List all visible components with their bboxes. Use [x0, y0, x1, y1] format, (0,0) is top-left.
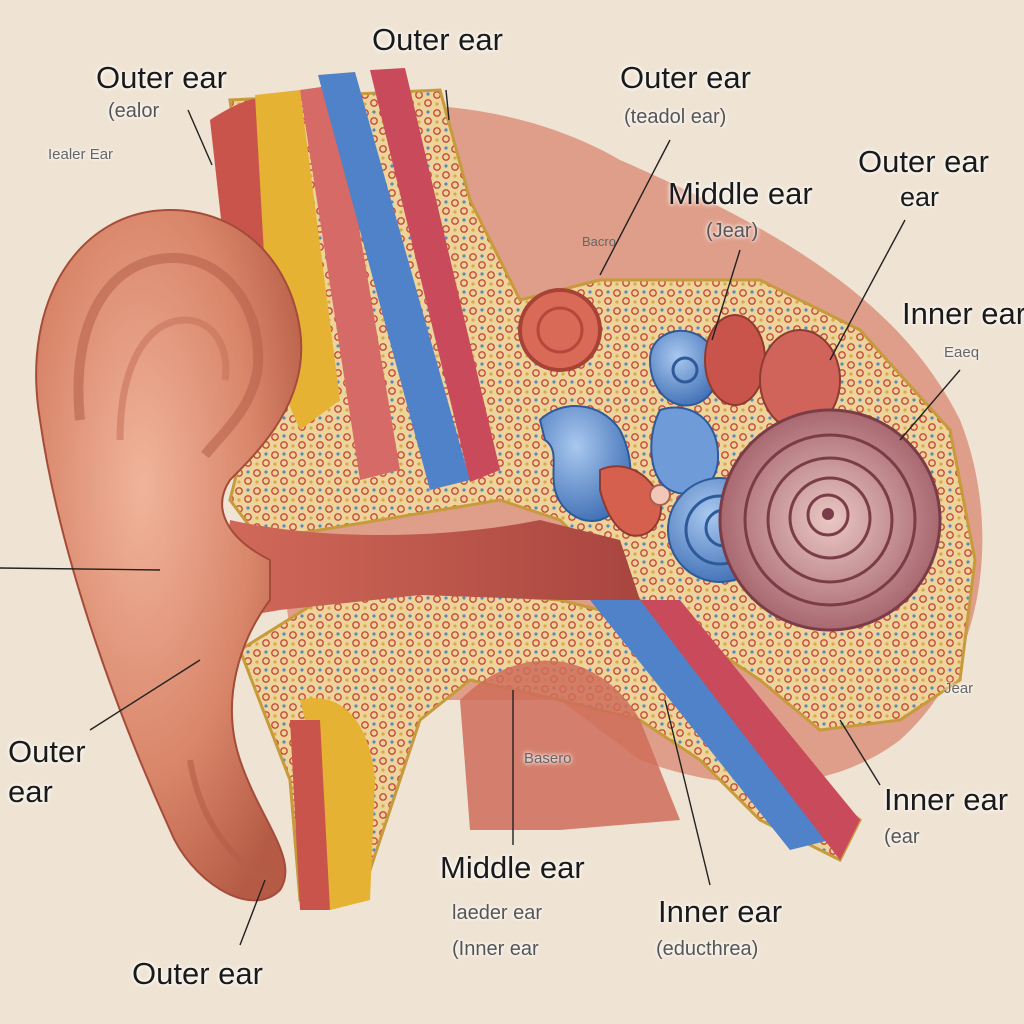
- label-jear: Jear: [944, 680, 974, 697]
- label-outer-ear-right-line2: ear: [900, 182, 940, 212]
- label-outer-ear-bottom: Outer ear: [132, 956, 263, 991]
- label-inner-ear-bottom: Inner ear: [658, 894, 783, 929]
- label-outer-ear-top-right: Outer ear: [620, 60, 751, 95]
- stapes: [649, 484, 671, 506]
- red-band-bottom: [290, 720, 330, 910]
- antihelix: [116, 316, 230, 441]
- label-outer-ear-top-center: Outer ear: [372, 22, 503, 57]
- lower-soft-tissue: [460, 660, 680, 830]
- label-inner-ear-right: Inner ear: [902, 296, 1024, 331]
- label-outer-left: Outer: [8, 734, 86, 769]
- blue-nerve-bottom: [590, 600, 830, 850]
- label-outer-ear-top-left-sub: (ealor: [108, 100, 160, 122]
- leader-lines: [0, 89, 961, 946]
- label-inner-ear-right-low-sub: (ear: [884, 826, 920, 848]
- label-outer-ear-right: Outer ear: [858, 144, 989, 179]
- helix-fold: [73, 252, 264, 459]
- cochlea: [718, 408, 942, 632]
- label-middle-ear-top-sub: (Jear): [706, 220, 759, 242]
- label-iealer-ear: Iealer Ear: [48, 146, 114, 163]
- ear-canal: [220, 520, 640, 620]
- label-outer-ear-top-left: Outer ear: [96, 60, 227, 95]
- red-canal-loop: [704, 314, 766, 406]
- label-middle-ear-bottom-sub1: laeder ear: [452, 902, 543, 924]
- earlobe: [187, 759, 272, 883]
- label-middle-ear-top: Middle ear: [668, 176, 813, 211]
- tympanic-ring: [518, 288, 602, 372]
- pink-band-top: [300, 85, 400, 480]
- label-inner-ear-right-sub: Eaeq: [944, 344, 980, 361]
- red-vessel-top: [370, 68, 500, 482]
- label-inner-ear-right-low: Inner ear: [884, 782, 1009, 817]
- label-inner-ear-bottom-sub: (educthrea): [656, 938, 759, 960]
- auricle: [35, 208, 303, 902]
- red-vessel-bottom: [640, 600, 860, 860]
- label-basero: Basero: [524, 750, 572, 767]
- bacro-label: Bacro: [582, 234, 616, 249]
- label-middle-ear-bottom: Middle ear: [440, 850, 585, 885]
- incus: [599, 465, 662, 537]
- label-middle-ear-bottom-sub2: (Inner ear: [452, 938, 539, 960]
- label-outer-ear-top-right-sub: (teadol ear): [624, 106, 727, 128]
- label-outer-left-line2: ear: [8, 774, 53, 809]
- blue-nerve-top: [318, 72, 470, 490]
